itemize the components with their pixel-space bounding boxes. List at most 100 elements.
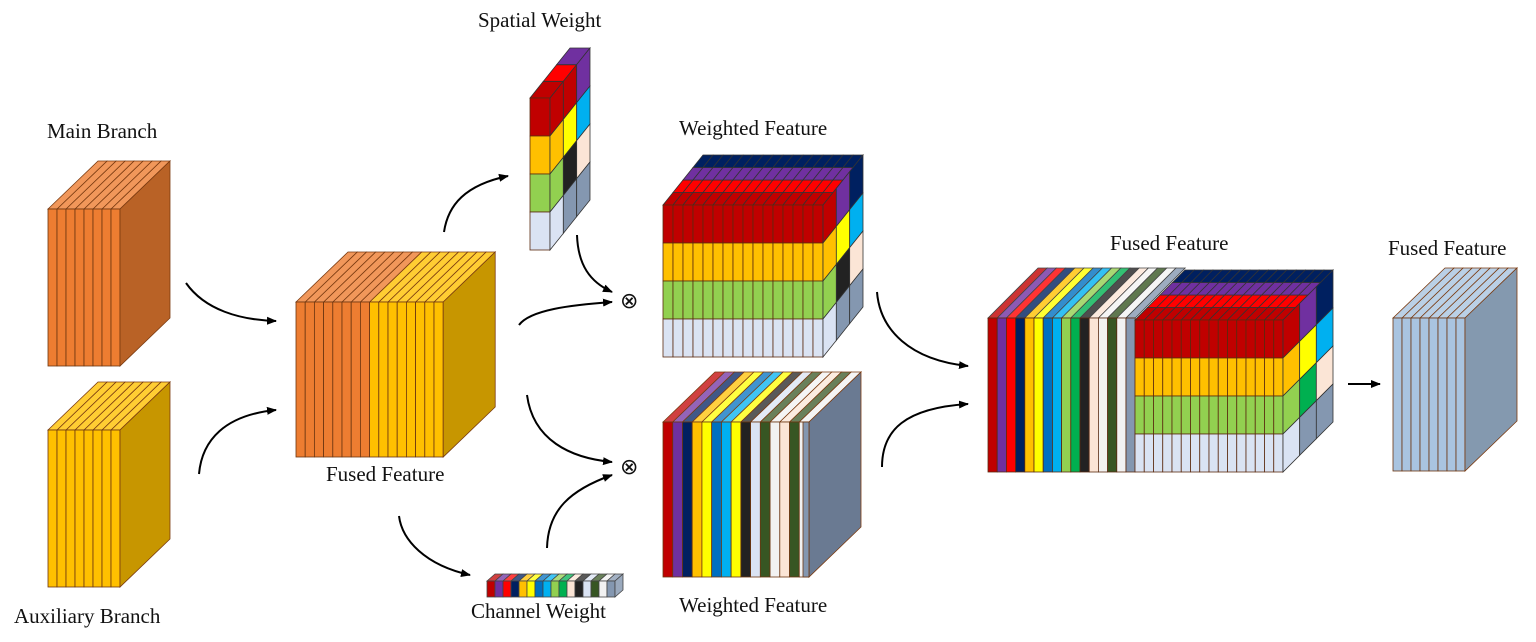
- fused-combined-spatial-front-cell: [1273, 395, 1284, 435]
- fused-combined-spatial-front-cell: [1171, 357, 1182, 397]
- fused-feature-slice: [323, 301, 334, 458]
- fused-combined-spatial-front-cell: [1245, 357, 1256, 397]
- fused-feature-slice: [424, 301, 435, 458]
- weighted-feature-bottom-front-slice: [691, 421, 703, 578]
- fused-feature-slice: [415, 301, 426, 458]
- weighted-feature-top-front-cell: [702, 204, 714, 244]
- weighted-feature-top-front-cell: [692, 318, 704, 358]
- channel-weight-label: Channel Weight: [471, 599, 606, 623]
- weighted-feature-top-front-cell: [722, 280, 734, 320]
- weighted-feature-top-front-cell: [712, 242, 724, 282]
- fused-combined-slice: [1061, 317, 1072, 473]
- fused-combined-spatial-front-cell: [1180, 357, 1191, 397]
- channel-weight-slice: [510, 580, 520, 598]
- weighted-feature-top-front-cell: [692, 204, 704, 244]
- fused-feature-slice: [304, 301, 315, 458]
- main-branch-slice: [56, 208, 67, 367]
- fused-combined-spatial-front-cell: [1273, 357, 1284, 397]
- fused-combined-slice: [1116, 317, 1127, 473]
- multiply-bottom-icon: ⊗: [620, 455, 639, 480]
- weighted-feature-top-front-cell: [772, 280, 784, 320]
- fused-combined-spatial-front-cell: [1273, 319, 1284, 359]
- auxiliary-branch-slice: [47, 429, 58, 588]
- fused-combined-spatial-front-cell: [1153, 319, 1164, 359]
- fused-combined-slice: [1033, 317, 1044, 473]
- weighted-feature-top-front-cell: [792, 204, 804, 244]
- weighted-feature-top-front-cell: [692, 280, 704, 320]
- fused-combined-spatial-front-cell: [1208, 395, 1219, 435]
- fused-feature-slice: [396, 301, 407, 458]
- fused-combined-spatial-front-cell: [1199, 433, 1210, 473]
- fused-combined-spatial-front-cell: [1190, 395, 1201, 435]
- fused-combined-slice: [1088, 317, 1099, 473]
- weighted-feature-top-front-cell: [722, 318, 734, 358]
- weighted-feature-bottom-front-slice: [759, 421, 771, 578]
- weighted-feature-top-front-cell: [682, 204, 694, 244]
- main-branch-slice: [92, 208, 103, 367]
- fused-feature-label: Fused Feature: [326, 462, 445, 486]
- fused-feature-block: [295, 251, 497, 458]
- channel-weight-slice: [494, 580, 504, 598]
- main-branch-slice: [110, 208, 121, 367]
- fused-output-slice: [1392, 317, 1403, 472]
- spatial-weight-front-cell: [529, 173, 551, 213]
- fused-combined-spatial-front-cell: [1227, 433, 1238, 473]
- arrow-fused-to-multiply-bottom: [526, 394, 613, 466]
- fused-combined-slice: [1079, 317, 1090, 473]
- fused-output-slice: [1428, 317, 1439, 472]
- fused-combined-spatial-front-cell: [1199, 357, 1210, 397]
- fused-combined-spatial-front-cell: [1236, 357, 1247, 397]
- channel-weight-slice: [598, 580, 608, 598]
- fused-feature-slice: [341, 301, 352, 458]
- weighted-feature-top-front-cell: [682, 318, 694, 358]
- weighted-feature-bottom-front-slice: [769, 421, 781, 578]
- fused-combined-slice: [1006, 317, 1017, 473]
- channel-weight-slice: [582, 580, 592, 598]
- fused-feature-output-label: Fused Feature: [1388, 236, 1507, 260]
- weighted-feature-bottom-block: [662, 371, 862, 578]
- fused-combined-slice: [1015, 317, 1026, 473]
- weighted-feature-top-front-cell: [812, 280, 824, 320]
- fused-combined-spatial-front-cell: [1180, 319, 1191, 359]
- fused-combined-spatial-front-cell: [1134, 319, 1145, 359]
- weighted-feature-top-front-cell: [802, 204, 814, 244]
- weighted-feature-bottom-front-slice: [682, 421, 693, 578]
- fused-combined-spatial-front-cell: [1227, 319, 1238, 359]
- weighted-feature-top-front-cell: [772, 318, 784, 358]
- fused-feature-slice: [387, 301, 398, 458]
- weighted-feature-bottom-front-slice: [750, 421, 761, 578]
- weighted-feature-top-front-cell: [722, 242, 734, 282]
- arrow-wtop-to-combined: [876, 291, 969, 370]
- weighted-feature-top-front-cell: [812, 318, 824, 358]
- weighted-feature-bottom-front-slice: [662, 421, 674, 578]
- fused-output-side: [1464, 267, 1518, 472]
- fused-combined-spatial-front-cell: [1264, 395, 1275, 435]
- weighted-feature-bottom-front-slice: [789, 421, 800, 578]
- fused-combined-spatial-front-cell: [1162, 319, 1173, 359]
- fused-combined-spatial-side-cell: [1315, 383, 1334, 440]
- weighted-feature-top-side-cell: [849, 267, 864, 325]
- weighted-feature-top-front-cell: [752, 242, 764, 282]
- weighted-feature-top-front-cell: [742, 204, 754, 244]
- channel-weight-side: [614, 573, 624, 598]
- fused-combined-spatial-front-cell: [1143, 395, 1154, 435]
- weighted-feature-top-front-cell: [812, 204, 824, 244]
- weighted-feature-top-front-cell: [802, 280, 814, 320]
- fused-feature-combined-block: [987, 267, 1334, 473]
- main-branch-label: Main Branch: [47, 119, 158, 143]
- weighted-feature-top-front-cell: [662, 242, 674, 282]
- spatial-weight-front-cell: [529, 135, 551, 175]
- fused-combined-spatial-front-cell: [1134, 357, 1145, 397]
- weighted-feature-top-front-cell: [762, 204, 774, 244]
- fused-combined-spatial-front-cell: [1208, 433, 1219, 473]
- fused-combined-spatial-front-cell: [1217, 357, 1228, 397]
- fused-combined-spatial-front-cell: [1162, 395, 1173, 435]
- fused-combined-spatial-front-cell: [1217, 319, 1228, 359]
- main-branch-block: [47, 160, 171, 367]
- arrow-fused-to-spatial: [443, 173, 509, 233]
- fused-combined-slice: [1098, 317, 1109, 473]
- main-branch-slice: [65, 208, 76, 367]
- fused-feature-slice: [433, 301, 444, 458]
- weighted-feature-top-front-cell: [692, 242, 704, 282]
- fused-combined-spatial-front-cell: [1273, 433, 1284, 473]
